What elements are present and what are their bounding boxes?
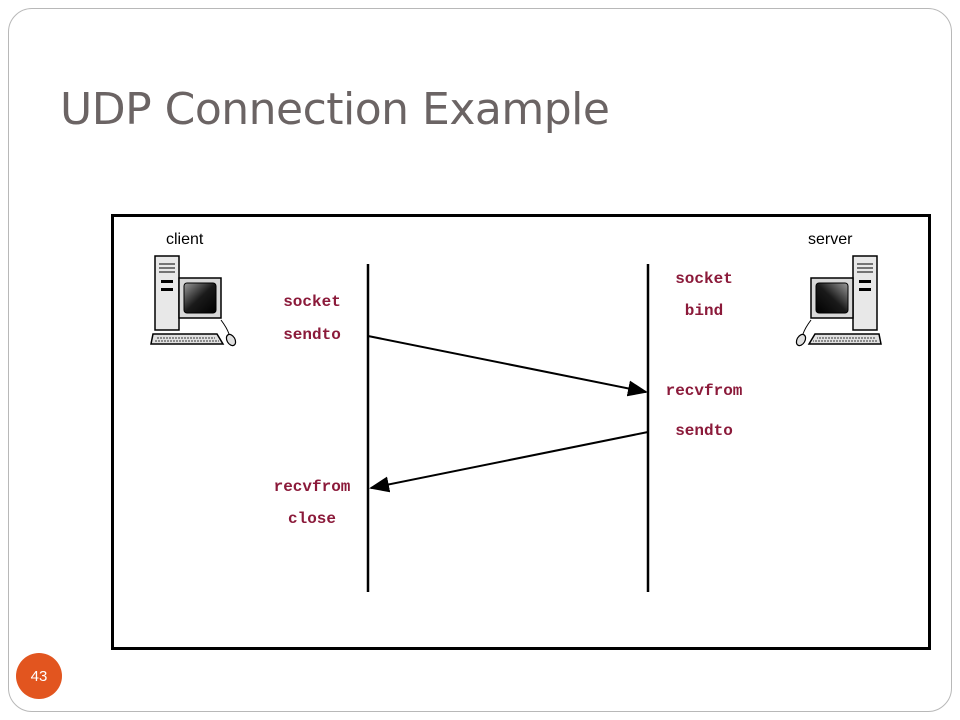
diagram-box (111, 214, 931, 650)
message-arrow-client-to-server (367, 335, 648, 397)
server-call-socket: socket (675, 270, 733, 288)
client-computer-icon (150, 255, 237, 347)
server-computer-icon (795, 255, 882, 347)
sequence-diagram (150, 255, 882, 592)
server-label: server (808, 231, 853, 248)
message-arrow-server-to-client (369, 431, 649, 493)
slide-title: UDP Connection Example (60, 84, 610, 135)
client-call-recvfrom: recvfrom (273, 478, 351, 496)
server-call-sendto: sendto (675, 422, 733, 440)
server-call-recvfrom: recvfrom (665, 382, 743, 400)
page-number-badge: 43 (16, 653, 62, 699)
client-label: client (166, 231, 204, 248)
client-call-close: close (287, 510, 337, 528)
client-call-socket: socket (283, 293, 341, 311)
client-call-sendto: sendto (283, 326, 341, 344)
server-call-bind: bind (684, 302, 724, 320)
